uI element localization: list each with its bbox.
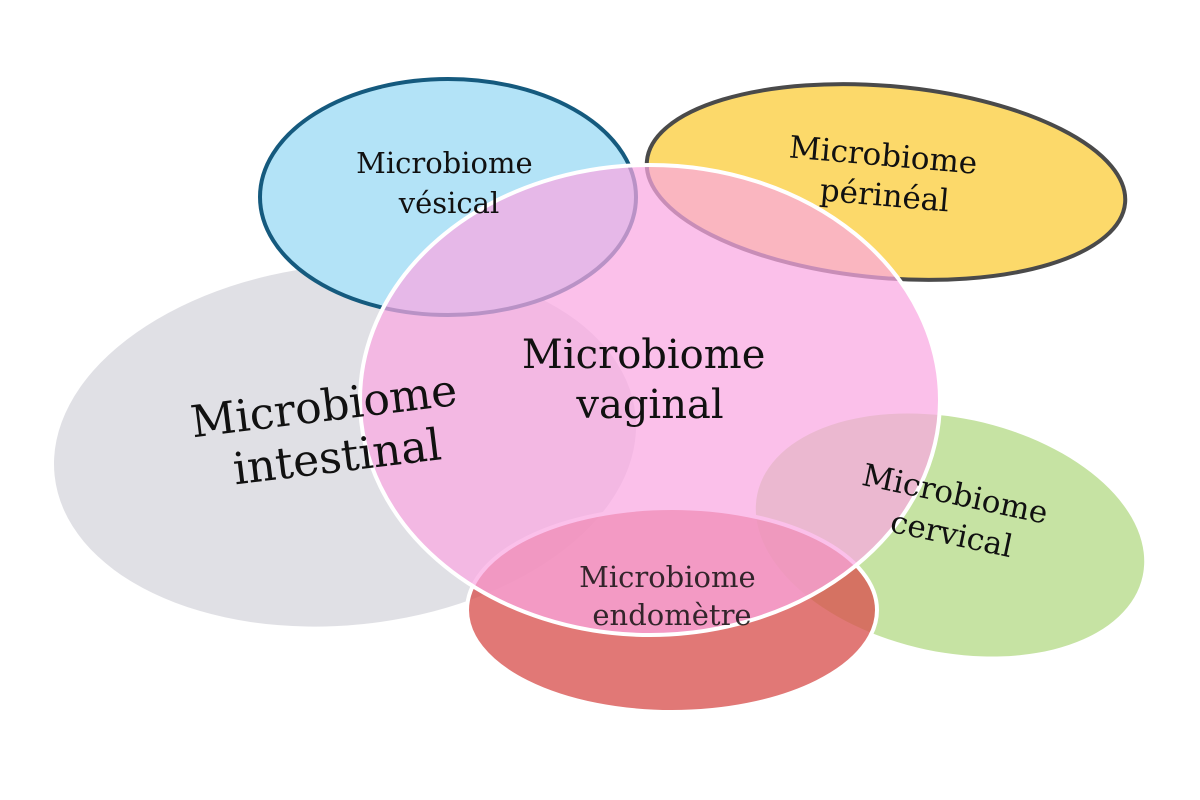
vaginal-ellipse <box>358 163 942 637</box>
vesical-label: Microbiome vésical <box>356 146 542 220</box>
endometre-label: Microbiome endomètre <box>579 560 765 632</box>
cervical-label: Microbiome cervical <box>851 457 1061 573</box>
vaginal-label: Microbiome vaginal <box>522 332 778 428</box>
